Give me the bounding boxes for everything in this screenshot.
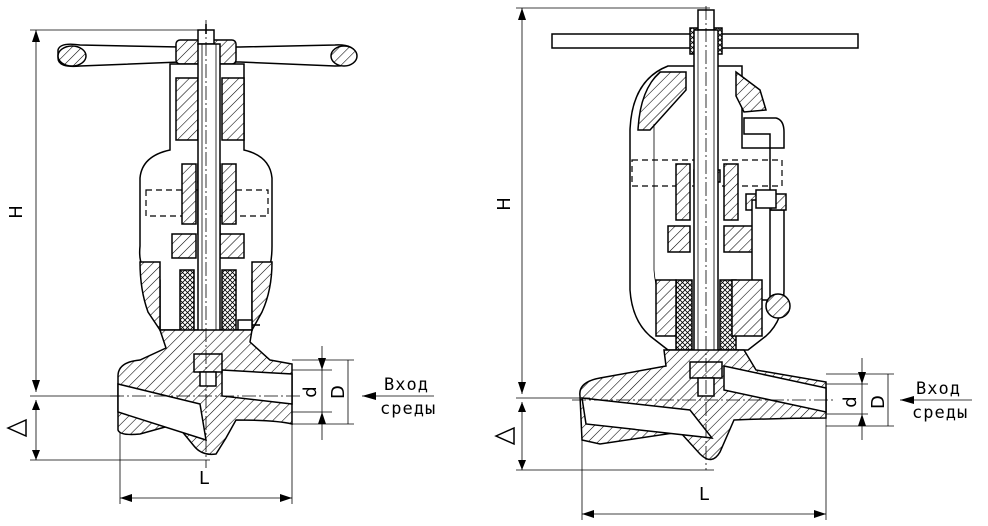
left-dim-d: d <box>300 386 321 397</box>
left-valve <box>57 20 358 468</box>
left-dimensions: H L d D Вход среды <box>6 29 436 504</box>
left-flow-label-1: Вход <box>384 375 429 395</box>
right-dim-l: L <box>699 484 709 505</box>
right-valve <box>551 6 859 470</box>
right-flow-label-1: Вход <box>916 379 961 399</box>
right-dim-d: d <box>840 396 861 407</box>
left-dim-h: H <box>6 205 27 219</box>
left-dim-D: D <box>328 385 349 399</box>
right-dim-h: H <box>494 197 515 211</box>
right-dimensions: H L d D Вход среды <box>494 7 972 520</box>
left-flow-label-2: среды <box>380 399 436 419</box>
left-dim-l: L <box>199 468 209 489</box>
right-flow-label-2: среды <box>912 403 968 423</box>
right-dim-D: D <box>868 395 889 409</box>
